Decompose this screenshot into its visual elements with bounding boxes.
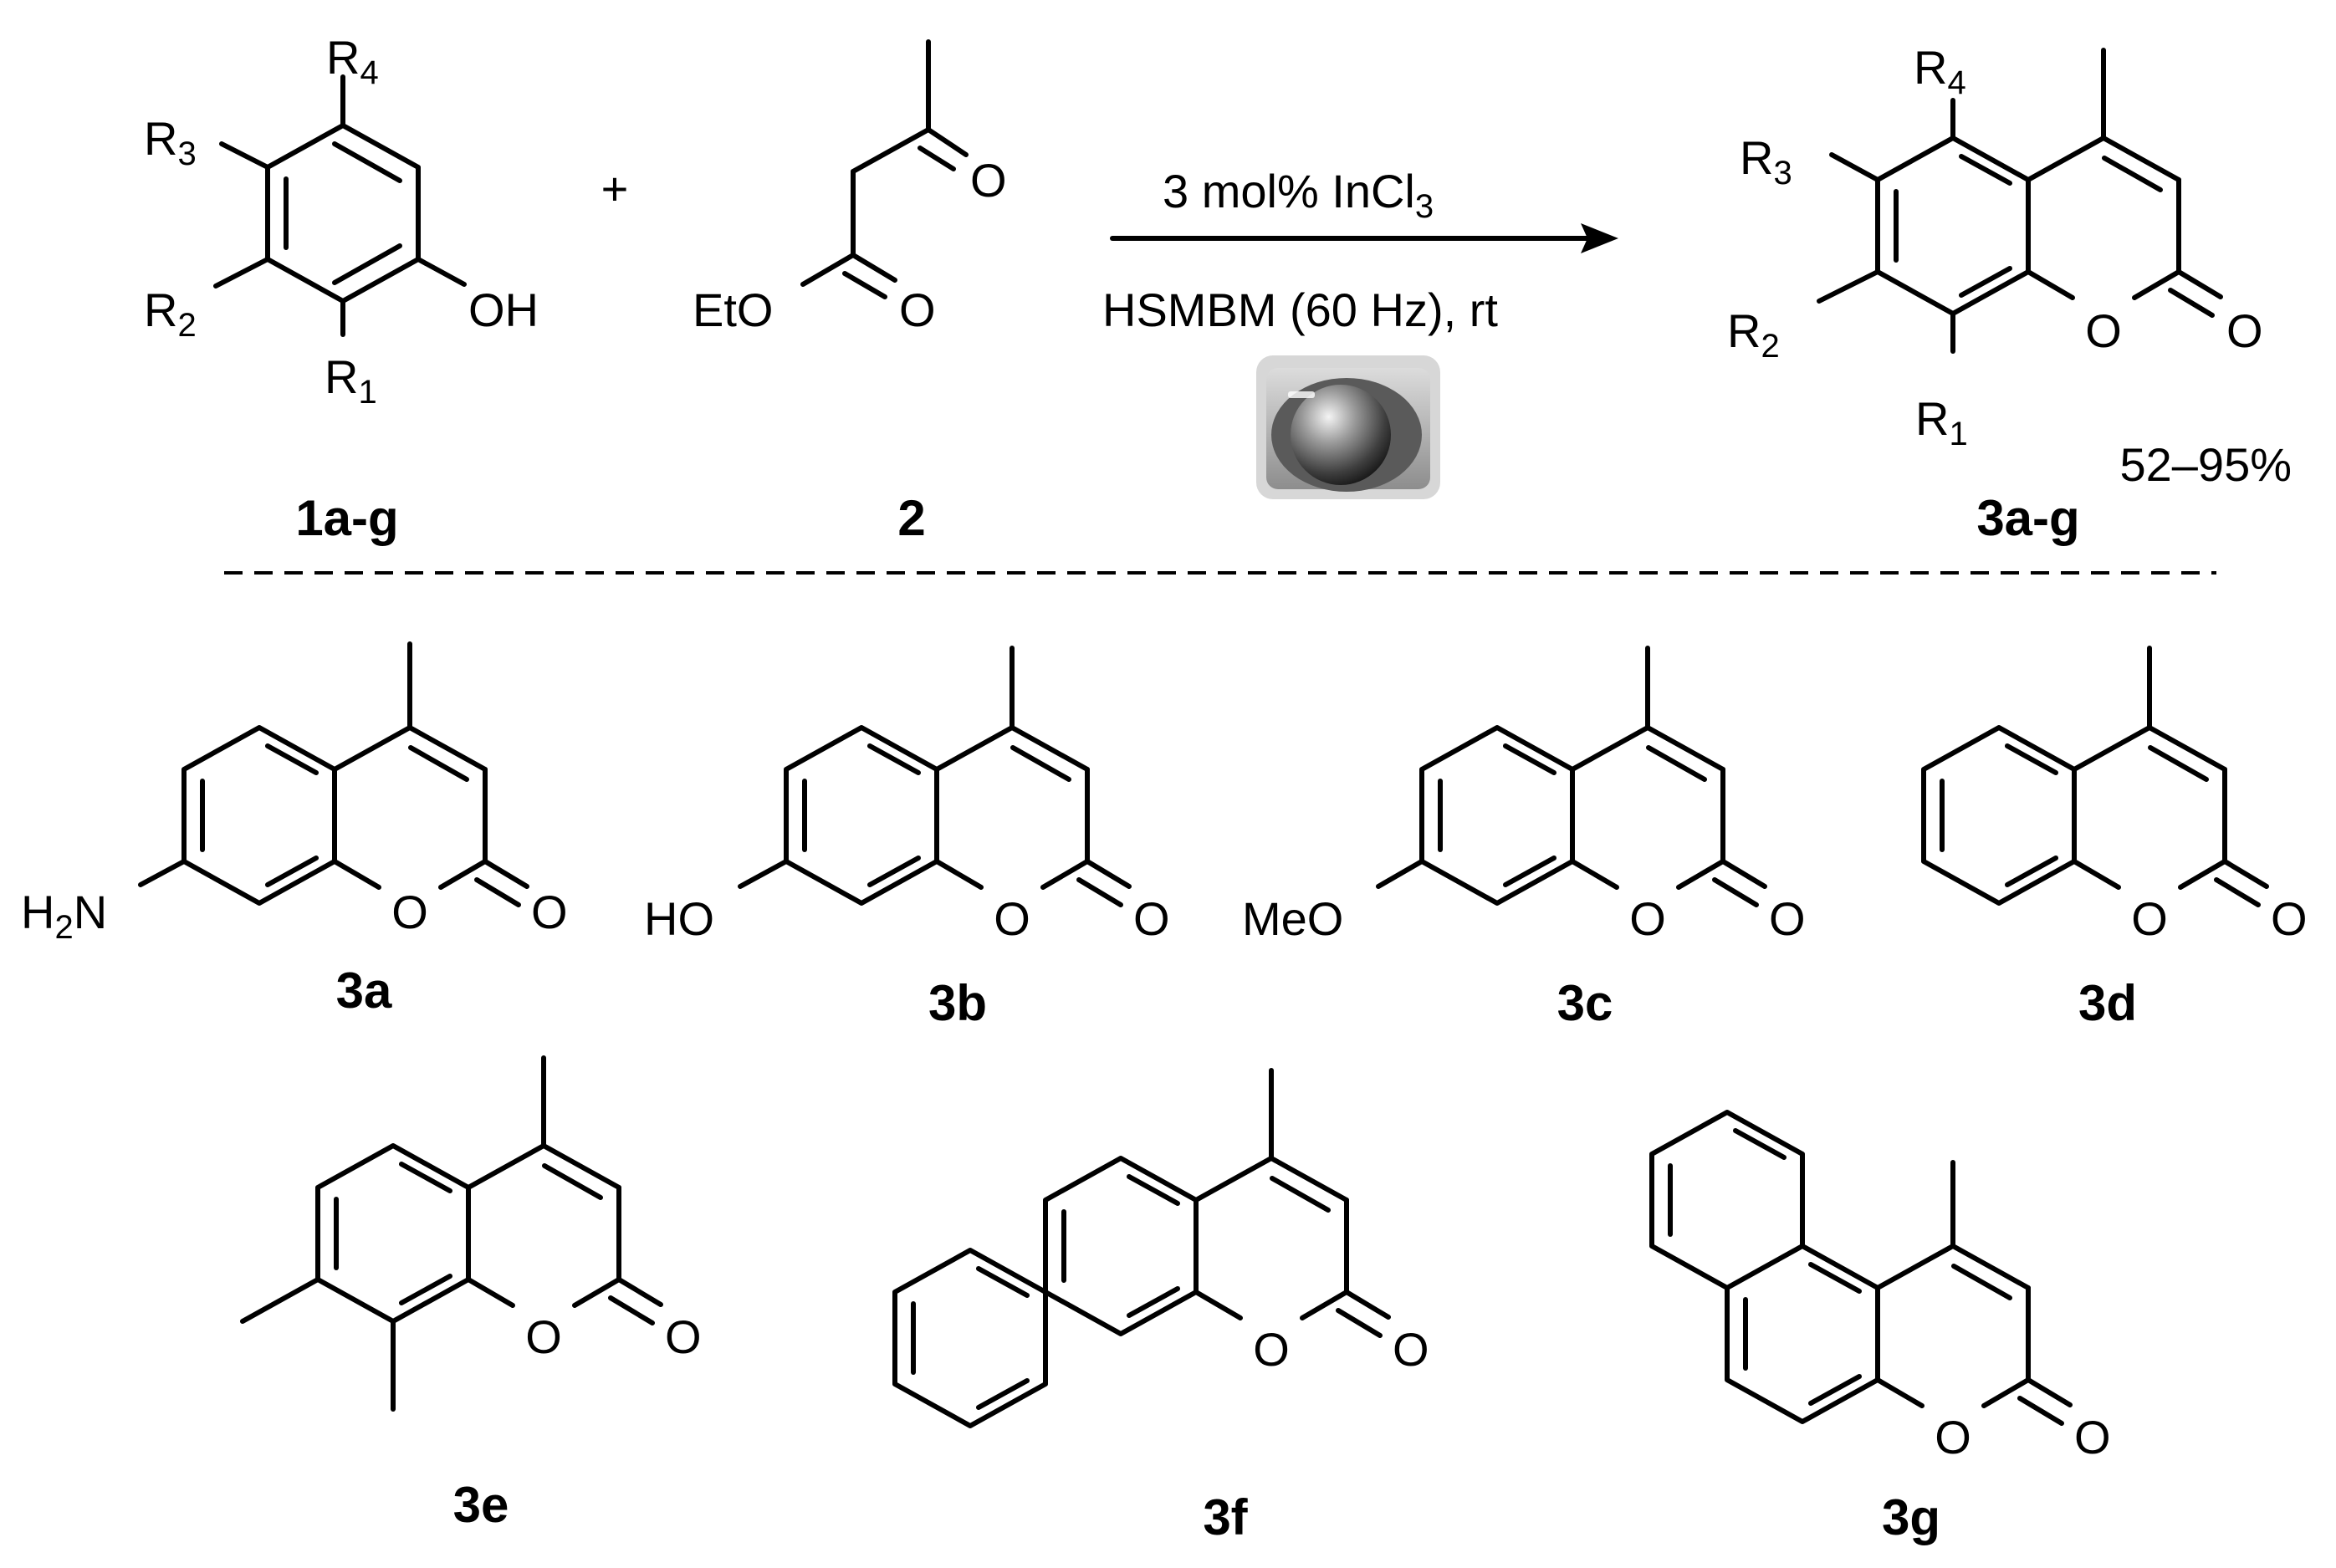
product-carbonyl-oxygen-label: O — [2226, 304, 2263, 357]
3e-label: 3e — [453, 1477, 509, 1533]
3a-ring-oxygen-label: O — [391, 886, 428, 938]
3c-methoxy-label: MeO — [1242, 892, 1343, 945]
reactant2-label: 2 — [897, 490, 925, 546]
3b-hydroxy-label: HO — [644, 892, 714, 945]
product-ring-oxygen-label: O — [2085, 304, 2122, 357]
r2-label: R2 — [144, 283, 197, 344]
reactant-ethyl-acetoacetate-structure — [800, 39, 969, 299]
3e-ring-oxygen-label: O — [525, 1310, 562, 1363]
3a-label: 3a — [336, 963, 392, 1019]
compound-3d-structure — [1921, 646, 2269, 907]
yield-label: 52–95% — [2119, 438, 2292, 491]
compound-3c-structure — [1376, 646, 1767, 907]
compound-3e-structure — [240, 1055, 663, 1412]
compound-3a-structure — [138, 641, 529, 907]
reactant-phenol-structure — [213, 74, 467, 337]
3b-carbonyl-oxygen-label: O — [1133, 892, 1170, 945]
3b-label: 3b — [928, 975, 987, 1031]
3d-ring-oxygen-label: O — [2131, 892, 2168, 945]
3c-carbonyl-oxygen-label: O — [1769, 892, 1806, 945]
r4-label: R4 — [326, 31, 379, 91]
3d-label: 3d — [2078, 975, 2137, 1031]
3c-ring-oxygen-label: O — [1629, 892, 1666, 945]
product-label: 3a-g — [1976, 490, 2079, 546]
r3-label: R3 — [144, 112, 197, 172]
3f-carbonyl-oxygen-label: O — [1393, 1323, 1429, 1376]
3c-label: 3c — [1557, 975, 1613, 1031]
plus-sign: + — [601, 162, 629, 215]
3d-carbonyl-oxygen-label: O — [2271, 892, 2308, 945]
product-r2-label: R2 — [1727, 304, 1780, 365]
3b-ring-oxygen-label: O — [994, 892, 1030, 945]
3f-ring-oxygen-label: O — [1253, 1323, 1290, 1376]
product-r1-label: R1 — [1915, 392, 1968, 452]
hydroxyl-label: OH — [468, 283, 539, 336]
product-r4-label: R4 — [1914, 41, 1966, 101]
ketone-oxygen-label: O — [970, 154, 1007, 207]
3a-carbonyl-oxygen-label: O — [531, 886, 568, 938]
r1-label: R1 — [325, 350, 377, 411]
compound-3b-structure — [738, 646, 1132, 907]
reaction-arrow — [1110, 223, 1618, 253]
catalyst-label: 3 mol% InCl3 — [1163, 165, 1434, 225]
3f-label: 3f — [1203, 1489, 1248, 1545]
ball-mill-icon — [1256, 355, 1440, 499]
3g-ring-oxygen-label: O — [1935, 1411, 1971, 1463]
product-r3-label: R3 — [1740, 131, 1792, 192]
product-coumarin-structure — [1817, 48, 2223, 354]
3g-label: 3g — [1882, 1489, 1940, 1545]
ethoxy-label: EtO — [693, 283, 773, 336]
compound-3f-structure — [892, 1068, 1391, 1428]
compound-3g-structure — [1649, 1110, 2073, 1426]
conditions-label: HSMBM (60 Hz), rt — [1102, 283, 1498, 336]
reactant1-label: 1a-g — [295, 490, 398, 546]
3g-carbonyl-oxygen-label: O — [2074, 1411, 2111, 1463]
ester-oxygen-label: O — [899, 283, 936, 336]
3a-amino-label: H2N — [21, 886, 107, 946]
3e-carbonyl-oxygen-label: O — [665, 1310, 702, 1363]
